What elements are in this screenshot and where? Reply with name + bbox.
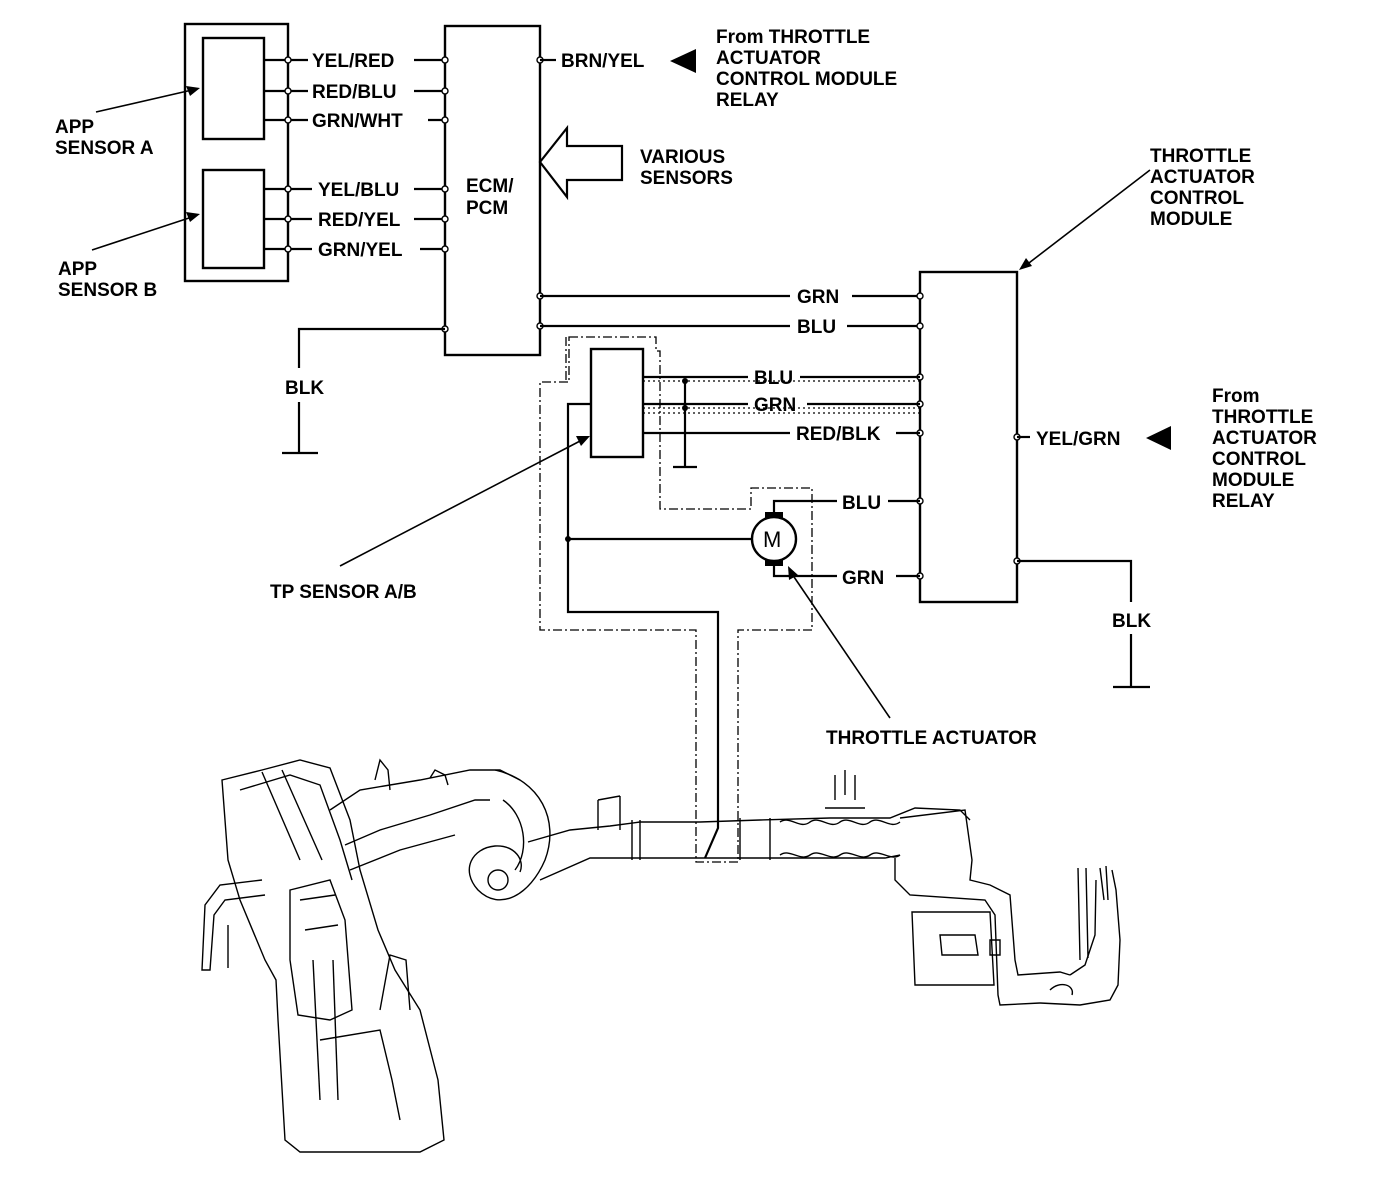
- throttle-body-outline: [539, 336, 813, 863]
- tacm-title: THROTTLE ACTUATOR CONTROL MODULE: [1150, 146, 1260, 230]
- ecm-to-tacm-wires: [540, 294, 920, 328]
- tp-callout-arrowhead: [576, 436, 590, 446]
- wire-label-grn-ecm: GRN: [797, 287, 839, 308]
- wire-label-red-yel: RED/YEL: [318, 210, 401, 231]
- wire-label-red-blu: RED/BLU: [312, 82, 396, 103]
- wire-label-yel-grn: YEL/GRN: [1036, 429, 1120, 450]
- app-sensor-b-label: APP SENSOR B: [58, 259, 157, 301]
- throttle-actuator-arrowhead: [788, 566, 798, 580]
- tacm-callout-line: [1024, 169, 1151, 267]
- throttle-actuator-callout-line: [791, 573, 891, 719]
- tacm-ground: [1017, 559, 1150, 689]
- app-sensor-a-label: APP SENSOR A: [55, 117, 154, 159]
- wire-label-grn-motor: GRN: [842, 568, 884, 589]
- wire-label-red-blk: RED/BLK: [796, 424, 881, 445]
- various-sensors-arrow: [538, 124, 624, 201]
- throttle-actuator-label: THROTTLE ACTUATOR: [826, 728, 1037, 749]
- various-sensors-label: VARIOUS SENSORS: [640, 147, 733, 189]
- wire-label-tacm-blk: BLK: [1112, 611, 1151, 632]
- app-sensor-callouts: [91, 86, 200, 251]
- wire-label-grn-yel: GRN/YEL: [318, 240, 403, 261]
- wire-label-yel-red: YEL/RED: [312, 51, 394, 72]
- wire-label-blu-ecm: BLU: [797, 317, 836, 338]
- tp-sensor-label: TP SENSOR A/B: [270, 582, 417, 603]
- tacm-callout-arrowhead: [1019, 258, 1032, 270]
- relay-input-arrow-right: [1146, 426, 1171, 450]
- relay-input-arrow-top: [670, 49, 696, 73]
- tp-sensor-callout-line: [339, 439, 583, 567]
- tacm-box: [916, 270, 1021, 604]
- ecm-label: ECM/ PCM: [466, 176, 519, 219]
- wire-label-yel-blu: YEL/BLU: [318, 180, 399, 201]
- app-sensor-wires: [284, 56, 445, 253]
- ecm-pcm-box: [441, 24, 544, 357]
- from-relay-note-right: From THROTTLE ACTUATOR CONTROL MODULE RE…: [1212, 386, 1322, 512]
- wire-label-grn-tp: GRN: [754, 395, 796, 416]
- wire-label-brn-yel: BRN/YEL: [561, 51, 645, 72]
- wire-label-grn-wht: GRN/WHT: [312, 111, 403, 132]
- wire-label-blu-motor: BLU: [842, 493, 881, 514]
- throttle-actuator-motor: [565, 499, 920, 578]
- wire-label-ecm-blk: BLK: [285, 378, 324, 399]
- engine-intake-illustration: [201, 758, 1121, 1153]
- wire-label-blu-tp: BLU: [754, 368, 793, 389]
- tp-sensor: [566, 347, 920, 859]
- from-relay-note-top: From THROTTLE ACTUATOR CONTROL MODULE RE…: [716, 27, 902, 111]
- motor-symbol: M: [763, 527, 781, 552]
- app-sensor-assembly: [183, 22, 290, 283]
- ecm-ground: [282, 327, 445, 455]
